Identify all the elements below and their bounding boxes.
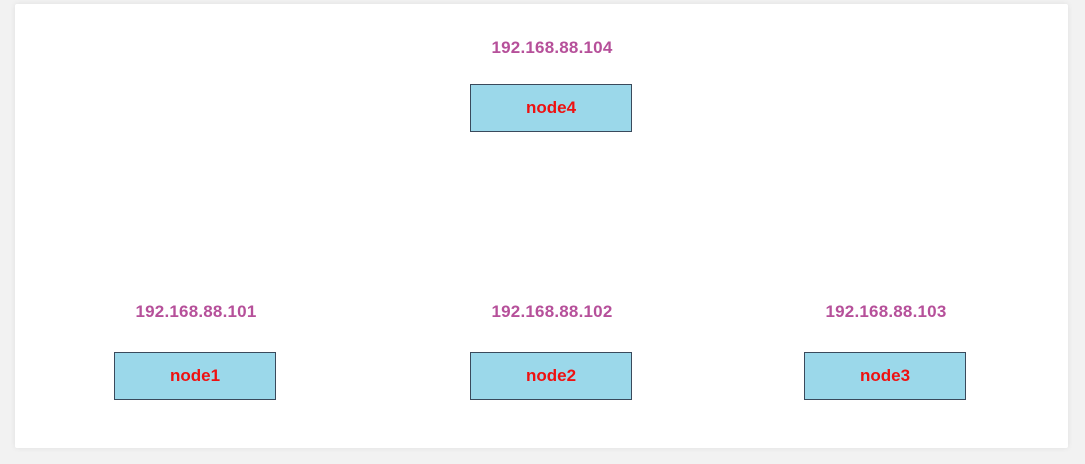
node-box-node4: node4	[470, 84, 632, 132]
node-label: node4	[525, 98, 577, 117]
ip-label-node2: 192.168.88.102	[491, 302, 613, 321]
node-label: node2	[525, 366, 577, 385]
node-box-node1: node1	[114, 352, 276, 400]
node-box-node2: node2	[470, 352, 632, 400]
node-label: node1	[169, 366, 221, 385]
node-box-node3: node3	[804, 352, 966, 400]
ip-label-node4: 192.168.88.104	[491, 38, 613, 57]
node-label: node3	[859, 366, 911, 385]
diagram-canvas: 192.168.88.104 node4 192.168.88.101 node…	[15, 4, 1068, 448]
ip-label-node3: 192.168.88.103	[825, 302, 947, 321]
ip-label-node1: 192.168.88.101	[135, 302, 257, 321]
